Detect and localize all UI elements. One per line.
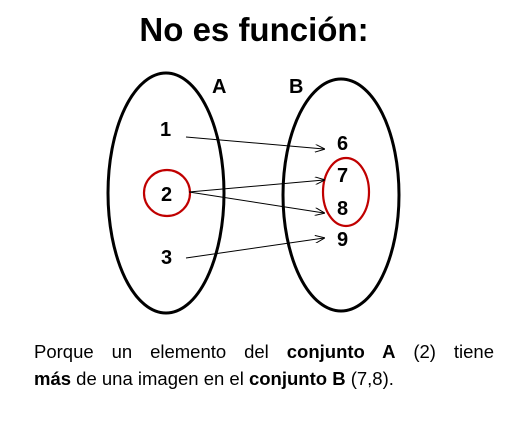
set-a-element-3: 3 <box>161 247 172 269</box>
set-b-element-7: 7 <box>337 165 348 187</box>
caption-l2-part-4: (7,8). <box>345 368 394 389</box>
explanation-line-2: más de una imagen en el conjunto B (7,8)… <box>34 365 494 392</box>
set-a-element-1: 1 <box>160 119 171 141</box>
set-b-label: B <box>289 76 303 98</box>
set-a-element-2: 2 <box>161 184 172 206</box>
set-a-ellipse <box>106 71 226 315</box>
highlight-circle-a <box>142 168 192 218</box>
arrow-3-to-9 <box>185 238 324 259</box>
caption-l1-part-2: conjunto A <box>286 341 396 362</box>
set-b-element-9: 9 <box>337 229 348 251</box>
arrow-2-to-7 <box>188 180 324 193</box>
caption-l2-part-3: conjunto B <box>248 368 346 389</box>
highlight-ellipse-b <box>321 156 371 228</box>
page-title: No es función: <box>139 11 369 48</box>
explanation-text: Porque un elemento del conjunto A (2) ti… <box>34 338 494 392</box>
set-b-element-6: 6 <box>337 133 348 155</box>
arrow-1-to-6 <box>185 136 324 149</box>
set-a-label: A <box>212 76 226 98</box>
caption-l1-part-1: Porque un elemento del <box>34 341 287 362</box>
caption-l2-part-2: de una imagen en el <box>71 368 249 389</box>
set-b-ellipse <box>281 77 401 313</box>
set-b-element-8: 8 <box>337 198 348 220</box>
arrow-2-to-8 <box>188 191 324 213</box>
caption-l2-part-1: más <box>34 368 72 389</box>
caption-l1-part-3: (2) tiene <box>395 341 495 362</box>
explanation-line-1: Porque un elemento del conjunto A (2) ti… <box>34 338 494 365</box>
